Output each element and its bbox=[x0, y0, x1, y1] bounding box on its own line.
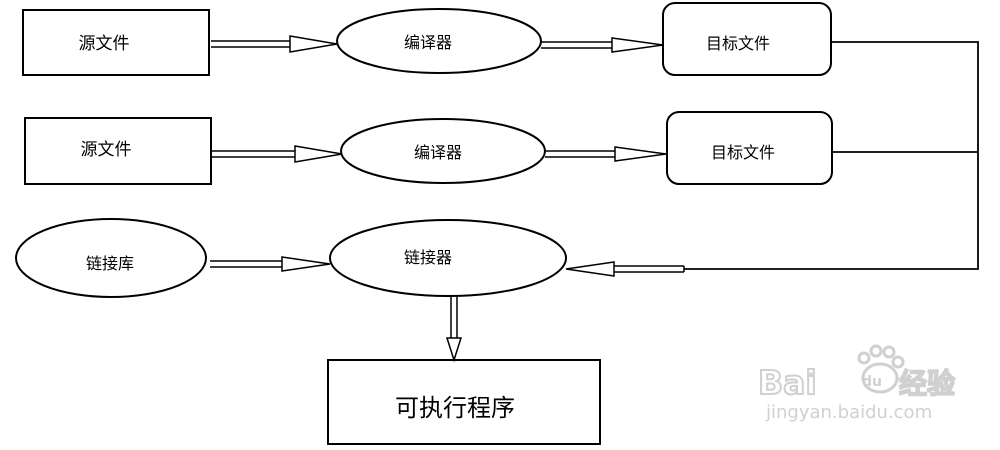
watermark-du: du bbox=[862, 374, 882, 390]
object-file-2-label: 目标文件 bbox=[711, 143, 775, 162]
watermark-brand-prefix: Bai bbox=[758, 363, 817, 402]
compiler-1-ellipse bbox=[336, 8, 542, 74]
link-library-ellipse bbox=[15, 218, 207, 298]
connector-objects-to-linker bbox=[684, 41, 979, 270]
executable-box bbox=[327, 359, 601, 445]
source-file-1-box bbox=[22, 9, 210, 76]
executable-label: 可执行程序 bbox=[395, 394, 515, 422]
watermark-url: jingyan.baidu.com bbox=[765, 402, 932, 423]
object-file-2-box bbox=[666, 111, 833, 185]
watermark-brand-suffix: 经验 bbox=[899, 367, 955, 400]
linker-label: 链接器 bbox=[404, 248, 452, 267]
link-library-label: 链接库 bbox=[86, 254, 134, 273]
arrow-library-to-linker bbox=[210, 256, 331, 272]
linker-ellipse bbox=[329, 219, 567, 297]
source-file-2-label: 源文件 bbox=[81, 140, 132, 160]
arrow-compiler1-to-object1 bbox=[541, 37, 664, 53]
baidu-watermark: Bai du 经验 jingyan.baidu.com bbox=[757, 344, 956, 423]
arrow-linker-to-executable bbox=[445, 296, 463, 363]
arrow-compiler2-to-object2 bbox=[545, 146, 667, 162]
object-file-1-box bbox=[662, 2, 832, 76]
arrow-source1-to-compiler1 bbox=[211, 35, 338, 53]
object-file-1-label: 目标文件 bbox=[706, 34, 770, 53]
arrow-objects-into-linker bbox=[565, 261, 685, 277]
source-file-1-label: 源文件 bbox=[79, 34, 130, 54]
compiler-1-label: 编译器 bbox=[404, 33, 452, 52]
paw-icon bbox=[857, 344, 905, 394]
compiler-2-label: 编译器 bbox=[414, 143, 462, 162]
arrow-source2-to-compiler2 bbox=[211, 145, 343, 163]
